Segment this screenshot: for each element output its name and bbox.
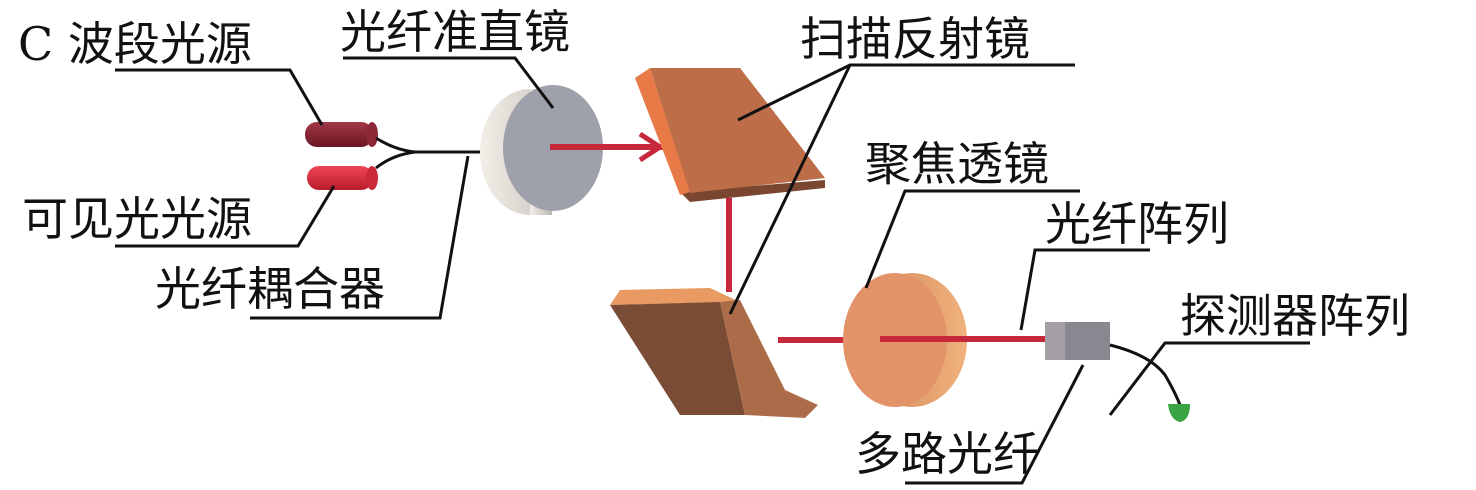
multipath-fiber [1109, 343, 1182, 406]
c-band-source [305, 122, 378, 147]
label-fiber-coupler: 光纤耦合器 [155, 262, 385, 316]
scan-mirror-top [635, 68, 825, 202]
label-multipath-fiber: 多路光纤 [855, 427, 1039, 481]
visible-light-source [307, 166, 378, 190]
detector [1168, 404, 1190, 422]
label-c-band-source: C 波段光源 [18, 17, 252, 71]
label-focus-lens: 聚焦透镜 [865, 137, 1049, 191]
label-scan-mirror: 扫描反射镜 [800, 12, 1030, 66]
label-fiber-array: 光纤阵列 [1045, 197, 1229, 251]
scan-mirror-bottom [610, 288, 818, 418]
label-visible-source: 可见光光源 [22, 192, 252, 246]
label-detector-array: 探测器阵列 [1180, 289, 1410, 343]
label-fiber-collimator: 光纤准直镜 [340, 5, 570, 59]
leader-lines [115, 56, 1310, 485]
fiber-coupler [375, 136, 485, 170]
fiber-array [1045, 322, 1110, 360]
